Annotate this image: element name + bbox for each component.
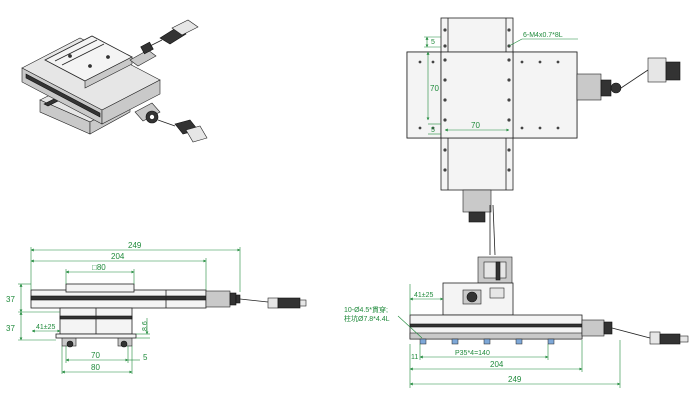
dim-front-80-square: □80 bbox=[92, 263, 106, 272]
dim-side-pitch: P35*4=140 bbox=[455, 350, 490, 357]
dim-front-70: 70 bbox=[91, 351, 100, 360]
front-view: 249 204 □80 37 37 41±25 8.6 70 80 bbox=[6, 241, 307, 374]
dim-front-204: 204 bbox=[111, 252, 125, 261]
dim-side-41-25: 41±25 bbox=[414, 292, 434, 299]
isometric-view bbox=[21, 19, 208, 143]
dim-front-37-lower: 37 bbox=[6, 324, 15, 333]
callout-side-holes-1: 10-Ø4.5*貫穿; bbox=[344, 305, 388, 314]
dim-front-8-6: 8.6 bbox=[142, 321, 149, 331]
dim-side-204: 204 bbox=[490, 360, 504, 369]
dim-top-70-vertical: 70 bbox=[430, 84, 439, 93]
dim-side-249: 249 bbox=[508, 375, 522, 384]
callout-side-holes-2: 柱坑Ø7.8*4.4L bbox=[344, 314, 390, 323]
top-view: 5 6-M4x0.7*8L 70 5 70 bbox=[406, 17, 681, 256]
callout-top-6-m4: 6-M4x0.7*8L bbox=[523, 32, 563, 39]
dim-side-11: 11 bbox=[411, 354, 418, 361]
dim-top-70-horizontal: 70 bbox=[471, 121, 480, 130]
dim-front-41-25: 41±25 bbox=[36, 324, 56, 331]
dim-front-249: 249 bbox=[128, 241, 142, 250]
dim-top-5-lower: 5 bbox=[431, 127, 435, 134]
dim-front-37-upper: 37 bbox=[6, 295, 15, 304]
dim-front-80: 80 bbox=[91, 363, 100, 372]
dim-top-5-upper: 5 bbox=[431, 39, 435, 46]
side-view: 41±25 10-Ø4.5*貫穿; 柱坑Ø7.8*4.4L 11 P35*4=1… bbox=[344, 256, 689, 388]
dim-front-5: 5 bbox=[143, 353, 148, 362]
